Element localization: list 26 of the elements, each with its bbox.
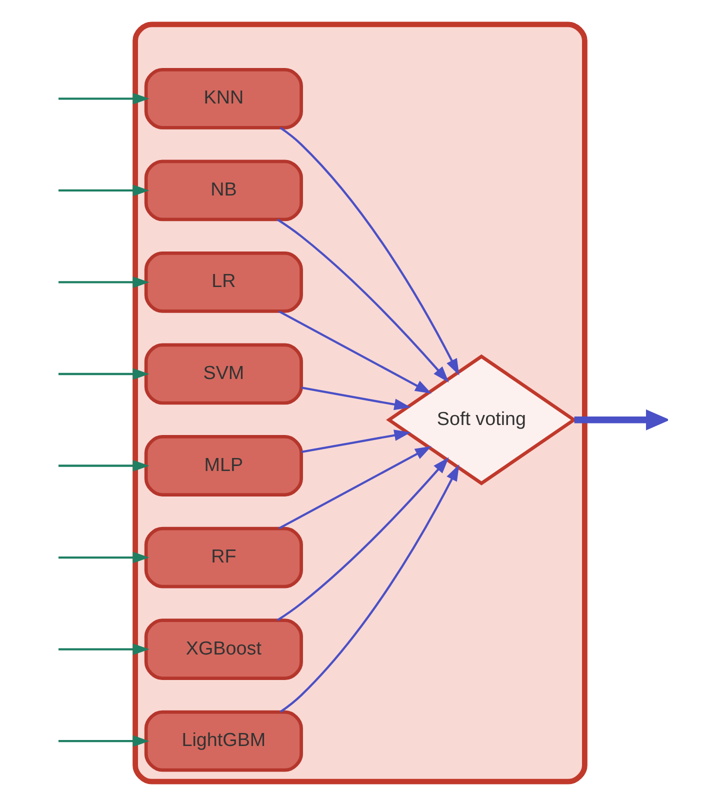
node-box: MLP (144, 435, 303, 496)
arrow (58, 552, 150, 564)
arrow (278, 446, 432, 530)
node-box: LR (144, 252, 303, 313)
arrow (301, 386, 411, 410)
node-box: RF (144, 526, 303, 588)
node-box: SVM (144, 343, 303, 405)
node-box: XGBoost (144, 618, 303, 680)
node-box: NB (144, 160, 303, 222)
arrow (276, 218, 449, 383)
arrow (58, 276, 150, 288)
arrow (58, 644, 150, 656)
arrow (58, 92, 150, 104)
arrow (280, 464, 460, 713)
node-box: LightGBM (144, 710, 303, 772)
arrow (278, 310, 432, 394)
arrow (301, 430, 411, 454)
arrow (276, 457, 449, 622)
arrow (280, 127, 460, 376)
arrow (574, 409, 668, 430)
node-box: KNN (144, 68, 303, 130)
arrow (58, 184, 150, 196)
node-diamond: Soft voting (386, 354, 577, 486)
arrow (58, 368, 150, 380)
arrow (58, 460, 150, 472)
arrow (58, 735, 150, 747)
